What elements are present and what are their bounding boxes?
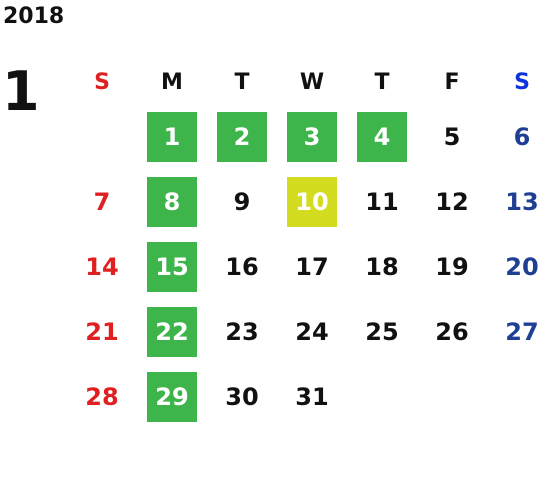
day-number: 24 <box>295 317 329 346</box>
day-cell[interactable]: 14 <box>67 234 137 299</box>
day-number: 27 <box>505 317 539 346</box>
weekday-wednesday: W <box>299 69 325 95</box>
weekday-thursday: T <box>374 69 390 95</box>
day-number: 15 <box>147 241 197 292</box>
day-number: 28 <box>85 382 119 411</box>
day-cell[interactable]: 23 <box>207 299 277 364</box>
day-cell[interactable]: 8 <box>137 169 207 234</box>
day-number: 18 <box>365 252 399 281</box>
day-number: 2 <box>217 111 267 162</box>
day-cell[interactable]: 31 <box>277 364 347 429</box>
day-cell[interactable]: 12 <box>417 169 487 234</box>
day-cell[interactable]: 17 <box>277 234 347 299</box>
day-number: 21 <box>85 317 119 346</box>
day-number: 14 <box>85 252 119 281</box>
day-cell[interactable]: 16 <box>207 234 277 299</box>
day-cell[interactable]: 9 <box>207 169 277 234</box>
day-cell[interactable]: 1 <box>137 104 207 169</box>
day-cell[interactable]: 4 <box>347 104 417 169</box>
day-number: 30 <box>225 382 259 411</box>
day-cell[interactable]: 19 <box>417 234 487 299</box>
day-cell[interactable]: 26 <box>417 299 487 364</box>
day-number: 23 <box>225 317 259 346</box>
month-number: 1 <box>2 60 40 123</box>
day-number: 16 <box>225 252 259 281</box>
day-number: 26 <box>435 317 469 346</box>
day-number: 29 <box>147 371 197 422</box>
day-number: 6 <box>513 122 531 151</box>
day-cell[interactable]: 27 <box>487 299 548 364</box>
day-cell[interactable]: 20 <box>487 234 548 299</box>
day-number <box>357 372 407 422</box>
day-number: 13 <box>505 187 539 216</box>
day-cell[interactable]: 13 <box>487 169 548 234</box>
day-number: 8 <box>147 176 197 227</box>
weekday-monday: M <box>161 69 183 95</box>
empty-day-cell <box>347 364 417 429</box>
day-cell[interactable]: 15 <box>137 234 207 299</box>
day-number <box>427 372 477 422</box>
day-number: 9 <box>233 187 251 216</box>
day-cell[interactable]: 24 <box>277 299 347 364</box>
day-number: 31 <box>295 382 329 411</box>
day-cell[interactable]: 3 <box>277 104 347 169</box>
day-number: 17 <box>295 252 329 281</box>
day-number: 5 <box>443 122 461 151</box>
empty-day-cell <box>487 364 548 429</box>
day-cell[interactable]: 5 <box>417 104 487 169</box>
day-cell[interactable]: 18 <box>347 234 417 299</box>
day-cell[interactable]: 30 <box>207 364 277 429</box>
day-number: 22 <box>147 306 197 357</box>
year-label: 2018 <box>3 4 65 29</box>
day-number: 11 <box>365 187 399 216</box>
day-number: 3 <box>287 111 337 162</box>
day-cell[interactable]: 11 <box>347 169 417 234</box>
day-cell[interactable]: 6 <box>487 104 548 169</box>
weekday-tuesday: T <box>234 69 250 95</box>
day-cell[interactable]: 2 <box>207 104 277 169</box>
day-cell[interactable]: 29 <box>137 364 207 429</box>
day-number: 19 <box>435 252 469 281</box>
day-number: 25 <box>365 317 399 346</box>
day-cell[interactable]: 21 <box>67 299 137 364</box>
day-number: 12 <box>435 187 469 216</box>
day-number: 7 <box>93 187 111 216</box>
day-number: 1 <box>147 111 197 162</box>
day-cell[interactable]: 25 <box>347 299 417 364</box>
day-number: 4 <box>357 111 407 162</box>
day-cell[interactable]: 7 <box>67 169 137 234</box>
weekday-saturday: S <box>514 69 530 95</box>
day-number <box>77 112 127 162</box>
weekday-sunday: S <box>94 69 110 95</box>
weekday-friday: F <box>444 69 460 95</box>
day-cell[interactable]: 10 <box>277 169 347 234</box>
empty-day-cell <box>67 104 137 169</box>
empty-day-cell <box>417 364 487 429</box>
day-number: 10 <box>287 176 337 227</box>
day-cell[interactable]: 22 <box>137 299 207 364</box>
day-number: 20 <box>505 252 539 281</box>
day-number <box>497 372 547 422</box>
day-cell[interactable]: 28 <box>67 364 137 429</box>
